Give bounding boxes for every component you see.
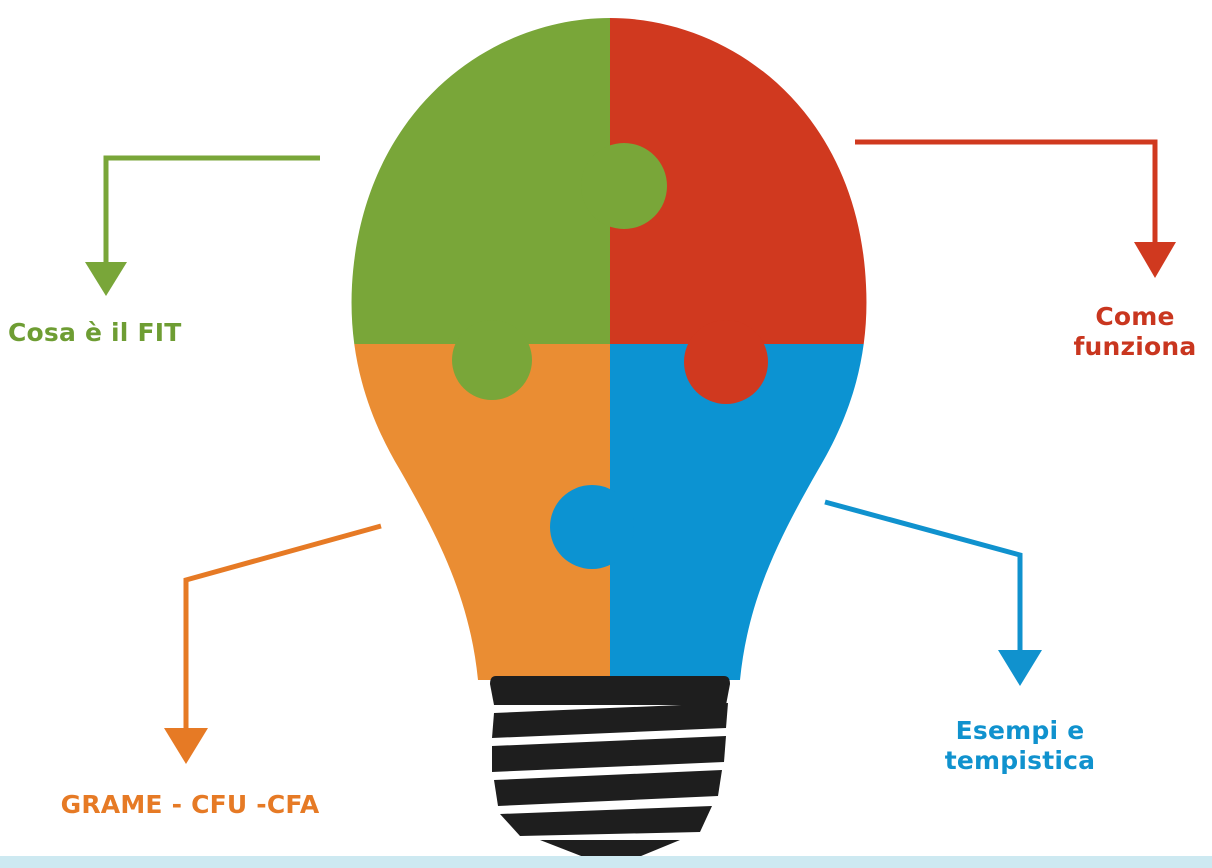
knob-green-into-orange [452, 320, 532, 400]
quadrant-green [351, 18, 610, 344]
label-esempi-e-tempistica: Esempi e tempistica [944, 716, 1096, 775]
knob-green-into-red [581, 143, 667, 229]
connector-green [85, 155, 320, 296]
connector-orange [164, 523, 382, 764]
label-grame-cfu-cfa: GRAME - CFU -CFA [60, 790, 320, 819]
knob-red-into-blue [684, 320, 768, 404]
knob-blue-into-orange [550, 485, 634, 569]
connector-red [855, 139, 1176, 278]
bulb-base [490, 676, 730, 868]
label-cosa-e-il-fit: Cosa è il FIT [8, 318, 182, 347]
label-come-funziona: Come funziona [1073, 302, 1197, 361]
bottom-band [0, 856, 1212, 868]
quadrant-blue [610, 344, 867, 680]
connector-blue [824, 499, 1042, 686]
